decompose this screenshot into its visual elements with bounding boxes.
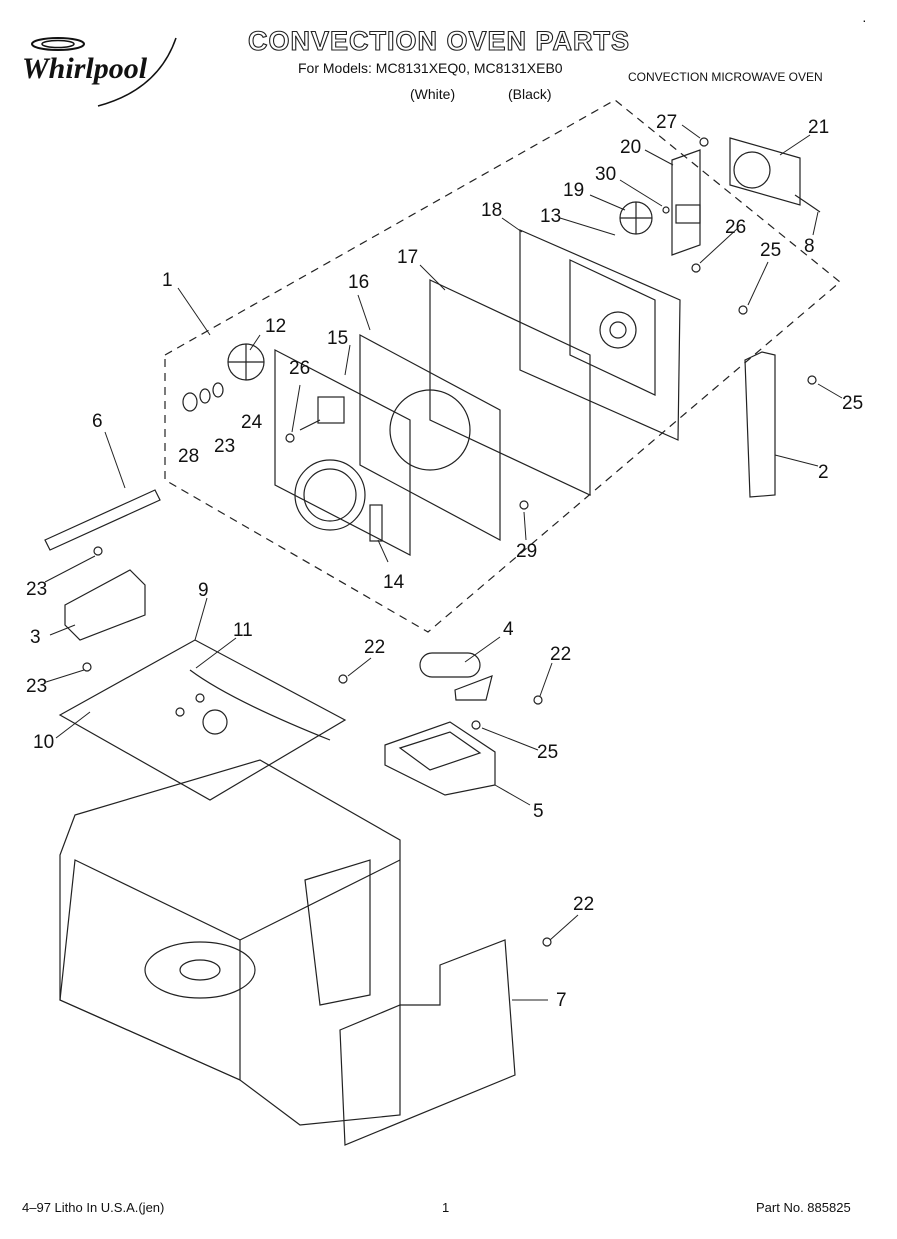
callout-13: 13 [540, 206, 561, 227]
callout-9: 9 [198, 580, 209, 601]
callout-25-b: 25 [842, 393, 863, 414]
part-3-cover [64, 569, 146, 641]
part-5-tray [384, 721, 496, 796]
callout-3: 3 [30, 627, 41, 648]
part-14-bracket [369, 504, 383, 542]
callout-27: 27 [656, 112, 677, 133]
callout-2: 2 [818, 462, 829, 483]
part-16-front-duct [359, 333, 501, 542]
callout-22-c: 22 [573, 894, 594, 915]
callout-8: 8 [804, 236, 815, 257]
callout-29: 29 [516, 541, 537, 562]
part-12-fan-blade [227, 343, 265, 381]
part-8-wire-lead [794, 194, 821, 213]
variant-black-label: (Black) [508, 86, 552, 102]
part-20-motor-bracket [671, 149, 701, 256]
callout-11: 11 [233, 620, 253, 641]
oven-cavity-frame [59, 759, 401, 1126]
callout-26-a: 26 [289, 358, 310, 379]
callout-30: 30 [595, 164, 616, 185]
part-4-heater [419, 652, 493, 701]
part-2-side-trim [744, 351, 776, 498]
part-18-rear-panel [519, 229, 681, 441]
callout-23-b: 23 [26, 676, 47, 697]
footer-part-number: Part No. 885825 [756, 1200, 851, 1215]
screw-icons [82, 137, 817, 947]
callout-23-a: 23 [26, 579, 47, 600]
callout-15: 15 [327, 328, 348, 349]
corner-mark: · [862, 12, 867, 28]
part-24-washer [212, 382, 224, 398]
callout-26-b: 26 [725, 217, 746, 238]
whirlpool-logo: Whirlpool [18, 30, 188, 110]
callout-25-c: 25 [537, 742, 558, 763]
callout-18: 18 [481, 200, 502, 221]
callout-4: 4 [503, 619, 514, 640]
models-line: For Models: MC8131XEQ0, MC8131XEB0 [298, 60, 563, 76]
callout-14: 14 [383, 572, 405, 593]
callout-19: 19 [563, 180, 584, 201]
callout-22-b: 22 [550, 644, 571, 665]
brand-wordmark: Whirlpool [22, 52, 148, 85]
part-1-front-housing [274, 349, 411, 556]
callout-12: 12 [265, 316, 286, 337]
callout-5: 5 [533, 801, 544, 822]
part-21-convection-motor [729, 137, 801, 206]
part-15-thermostat [299, 396, 345, 431]
callout-16: 16 [348, 272, 369, 293]
callout-7: 7 [556, 990, 567, 1011]
callout-1: 1 [162, 270, 173, 291]
part-19-motor-fan [619, 201, 653, 235]
product-subtitle: CONVECTION MICROWAVE OVEN [628, 70, 823, 84]
part-23-washer [199, 388, 211, 404]
assembly-boundary [164, 99, 841, 633]
part-28-nut [182, 392, 198, 412]
callout-labels: 1 2 3 4 5 6 7 8 9 10 11 12 13 14 15 16 1… [26, 112, 863, 1011]
part-17-heater-plate [429, 279, 591, 496]
footer-litho: 4–97 Litho In U.S.A.(jen) [22, 1200, 165, 1215]
callout-25-a: 25 [760, 240, 781, 261]
callout-20: 20 [620, 137, 641, 158]
callout-10: 10 [33, 732, 54, 753]
callout-22-a: 22 [364, 637, 385, 658]
part-6-strip [44, 489, 161, 551]
callout-6: 6 [92, 411, 103, 432]
callout-17: 17 [397, 247, 418, 268]
leader-lines [44, 124, 843, 1001]
footer-page-number: 1 [442, 1200, 450, 1215]
callout-21: 21 [808, 117, 829, 138]
variant-white-label: (White) [410, 86, 456, 102]
callout-24: 24 [241, 412, 263, 433]
part-7-side-bracket [339, 939, 516, 1146]
page-title: CONVECTION OVEN PARTS [247, 25, 631, 56]
callout-28: 28 [178, 446, 199, 467]
callout-23-c: 23 [214, 436, 235, 457]
part-9-top-plate [58, 639, 347, 801]
